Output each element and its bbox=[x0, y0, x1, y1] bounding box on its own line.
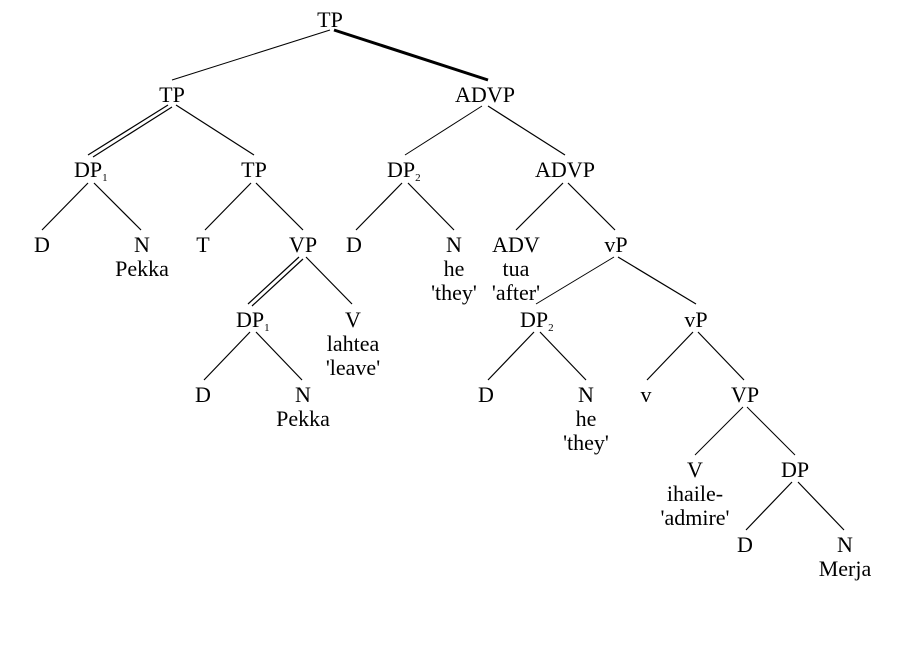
edge-vp-little-low-to-vp-big bbox=[697, 331, 745, 381]
edge-tp-inner-to-t bbox=[204, 182, 252, 231]
gloss-leave: 'leave' bbox=[326, 355, 380, 380]
tree-nodes: TP TP ADVP DP1 TP DP2 ADVP D N Pekka T V… bbox=[34, 7, 871, 581]
edge-tp-root-to-tp-left bbox=[171, 29, 331, 81]
node-n-pekka: N bbox=[134, 232, 150, 257]
node-d-merja: D bbox=[737, 532, 753, 557]
node-d-he-low: D bbox=[478, 382, 494, 407]
tree-edges bbox=[41, 28, 845, 531]
node-vp-little-low: vP bbox=[684, 307, 707, 332]
word-tua: tua bbox=[503, 256, 530, 281]
node-dp2: DP2 bbox=[387, 157, 421, 184]
gloss-admire: 'admire' bbox=[660, 505, 729, 530]
node-n-pekka-low: N bbox=[295, 382, 311, 407]
node-dp2-low-index: 2 bbox=[548, 322, 554, 334]
node-dp2-low-label: DP bbox=[520, 307, 548, 332]
node-tp-root: TP bbox=[317, 7, 343, 32]
edge-vp-big-to-dp-merja bbox=[746, 406, 796, 456]
edge-dp2-to-n bbox=[407, 182, 455, 231]
edge-vp-to-dp1-low-b bbox=[251, 258, 304, 307]
edge-dp2-to-d bbox=[355, 182, 403, 231]
word-pekka: Pekka bbox=[115, 256, 169, 281]
node-dp2-index: 2 bbox=[415, 172, 421, 184]
node-n-he: N bbox=[446, 232, 462, 257]
edge-tp-left-to-dp1-b bbox=[92, 106, 173, 158]
gloss-they-low: 'they' bbox=[563, 430, 609, 455]
word-ihaile: ihaile- bbox=[667, 481, 723, 506]
node-dp1-low-label: DP bbox=[236, 307, 264, 332]
edge-dp1-to-n bbox=[93, 182, 142, 231]
node-dp-merja: DP bbox=[781, 457, 809, 482]
node-adv: ADV bbox=[492, 232, 540, 257]
edge-dp1-low-to-d bbox=[203, 331, 251, 381]
edge-advp-inner-to-vp-little bbox=[567, 182, 616, 231]
edge-tp-left-to-dp1-a bbox=[87, 104, 169, 156]
node-advp-top: ADVP bbox=[455, 82, 515, 107]
gloss-they: 'they' bbox=[431, 280, 477, 305]
edge-vp-little-low-to-v bbox=[646, 331, 694, 381]
edge-dp1-low-to-n bbox=[255, 331, 303, 381]
node-dp1-label: DP bbox=[74, 157, 102, 182]
edge-vp-to-v-lahtea bbox=[305, 256, 353, 305]
word-lahtea: lahtea bbox=[327, 331, 380, 356]
edge-advp-top-to-advp-inner bbox=[487, 105, 566, 156]
gloss-after: 'after' bbox=[492, 280, 540, 305]
edge-tp-inner-to-vp bbox=[255, 182, 304, 231]
edge-vp-little-to-dp2-low bbox=[535, 256, 615, 305]
node-vp-little-top: vP bbox=[604, 232, 627, 257]
node-dp1-index: 1 bbox=[102, 172, 108, 184]
edge-tp-left-to-tp-inner bbox=[175, 104, 255, 156]
node-d-pekka: D bbox=[34, 232, 50, 257]
edge-vp-big-to-v-ihaile bbox=[694, 406, 744, 456]
edge-dp1-to-d bbox=[41, 182, 89, 231]
node-dp1-low-index: 1 bbox=[264, 322, 270, 334]
node-v-ihaile: V bbox=[687, 457, 703, 482]
word-merja: Merja bbox=[819, 556, 872, 581]
edge-tp-root-to-advp-top bbox=[333, 28, 489, 82]
node-n-he-low: N bbox=[578, 382, 594, 407]
edge-advp-top-to-dp2 bbox=[404, 105, 483, 156]
edge-dp-merja-to-n bbox=[797, 481, 845, 531]
node-vp: VP bbox=[289, 232, 317, 257]
edge-vp-to-dp1-low-a bbox=[247, 256, 300, 305]
node-tp-left: TP bbox=[159, 82, 185, 107]
node-dp1: DP1 bbox=[74, 157, 108, 184]
word-pekka-low: Pekka bbox=[276, 406, 330, 431]
edge-vp-little-to-vp-little-low bbox=[617, 256, 697, 305]
edge-advp-inner-to-adv bbox=[515, 182, 564, 231]
word-he: he bbox=[444, 256, 465, 281]
node-tp-inner: TP bbox=[241, 157, 267, 182]
node-v-lahtea: V bbox=[345, 307, 361, 332]
node-advp-inner: ADVP bbox=[535, 157, 595, 182]
node-d-pekka-low: D bbox=[195, 382, 211, 407]
edge-dp2-low-to-d bbox=[487, 331, 535, 381]
node-dp1-low: DP1 bbox=[236, 307, 270, 334]
node-n-merja: N bbox=[837, 532, 853, 557]
edge-dp2-low-to-n bbox=[539, 331, 587, 381]
edge-dp-merja-to-d bbox=[745, 481, 793, 531]
word-he-low: he bbox=[576, 406, 597, 431]
node-vp-big: VP bbox=[731, 382, 759, 407]
node-v-small: v bbox=[641, 382, 652, 407]
node-d-he: D bbox=[346, 232, 362, 257]
node-dp2-low: DP2 bbox=[520, 307, 554, 334]
node-dp2-label: DP bbox=[387, 157, 415, 182]
node-t: T bbox=[196, 232, 210, 257]
